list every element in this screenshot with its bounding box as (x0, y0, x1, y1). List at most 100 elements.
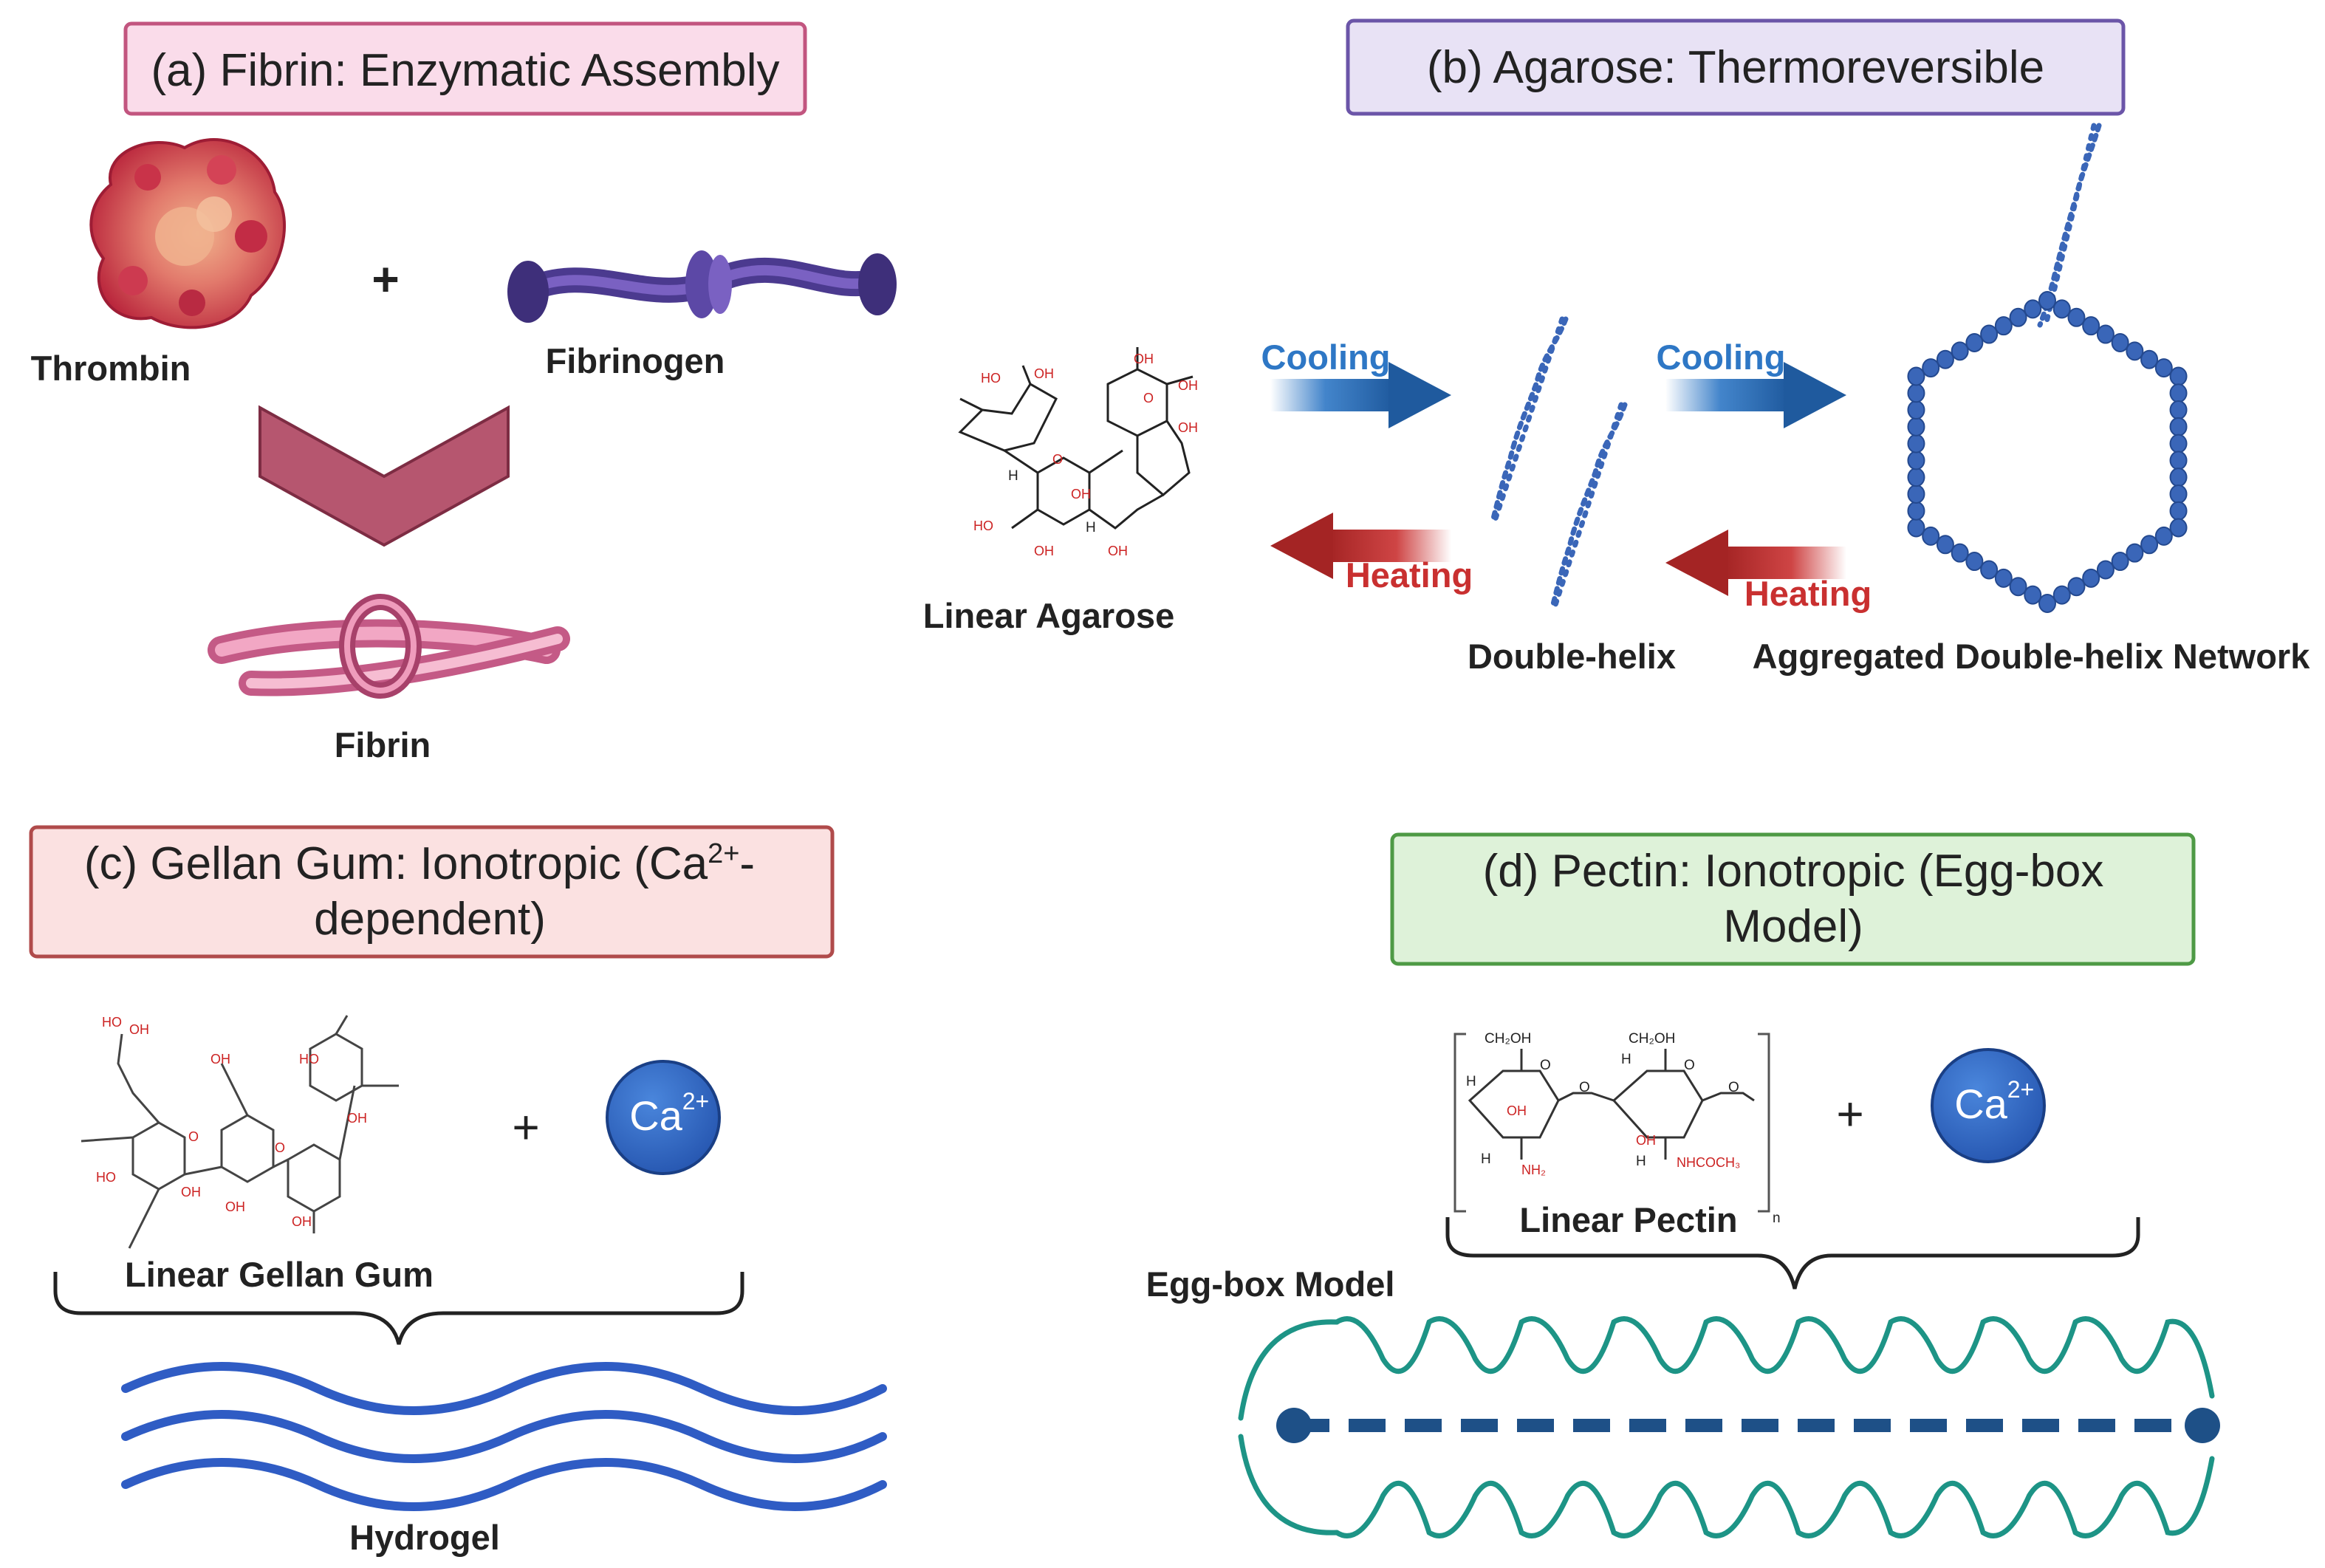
panel-c-title-box (29, 825, 835, 959)
svg-text:H: H (1008, 468, 1018, 484)
svg-text:O: O (188, 1129, 199, 1144)
network-bead (2169, 434, 2188, 453)
panel-b: (b) Agarose: Thermoreversible HO OH OH O… (923, 18, 2311, 676)
network-bead (2169, 417, 2188, 436)
svg-text:NH₂: NH₂ (1521, 1163, 1546, 1177)
egg-box-label: Egg-box Model (1146, 1264, 1395, 1304)
svg-text:H: H (1466, 1074, 1476, 1089)
brace-d (1445, 1217, 2140, 1290)
fibrinogen-icon (507, 250, 897, 323)
svg-text:O: O (1728, 1080, 1739, 1095)
svg-text:Ca: Ca (629, 1092, 682, 1139)
network-bead (1907, 417, 1925, 436)
svg-text:OH: OH (1134, 352, 1154, 366)
panel-c-title-text: (c) Gellan Gum: Ionotropic (Ca (84, 838, 708, 889)
fibrinogen-label: Fibrinogen (546, 341, 725, 380)
gellan-structure (81, 1015, 399, 1249)
network-bead (2082, 568, 2100, 588)
network-label: Aggregated Double-helix Network (1753, 637, 2311, 676)
network-bead (2169, 400, 2188, 420)
svg-text:CH₂OH: CH₂OH (1629, 1031, 1675, 1047)
svg-text:H: H (1621, 1052, 1631, 1067)
network-bead (2038, 291, 2056, 310)
network-bead (1907, 518, 1925, 538)
network-bead (2067, 307, 2086, 327)
network-bead (2009, 577, 2027, 597)
double-helix-label: Double-helix (1468, 637, 1676, 676)
network-bead (1907, 434, 1925, 453)
network-bead (1965, 332, 1984, 352)
cooling-arrow-1 (1270, 362, 1451, 428)
svg-text:OH: OH (1636, 1133, 1656, 1148)
svg-text:HO: HO (981, 371, 1001, 386)
svg-text:OH: OH (225, 1199, 245, 1214)
fibrin-label: Fibrin (335, 725, 431, 764)
panel-c-title-line1: (c) Gellan Gum: Ionotropic (Ca2+- (84, 838, 755, 889)
network-bead (1980, 560, 1999, 580)
panel-b-title-box (1346, 18, 2126, 116)
network-bead (1936, 535, 1954, 555)
network-bead (1936, 349, 1954, 369)
svg-text:2+: 2+ (682, 1088, 709, 1115)
network-bead (1922, 526, 1940, 546)
network-bead (1994, 568, 2013, 588)
network-bead (2111, 332, 2129, 352)
network-bead (1907, 468, 1925, 487)
cooling-label-2: Cooling (1657, 338, 1786, 377)
svg-text:HO: HO (973, 518, 993, 533)
network-bead (2096, 324, 2115, 344)
network-bead (2096, 560, 2115, 580)
chevron-down-icon (258, 405, 510, 547)
svg-text:O: O (1579, 1080, 1590, 1095)
panel-d: (d) Pectin: Ionotropic (Egg-box Model) C… (1146, 832, 2220, 1538)
panel-c-title-sup: 2+ (708, 838, 739, 869)
network-bead (1980, 324, 1999, 344)
svg-text:O: O (1540, 1058, 1551, 1073)
svg-text:CH₂OH: CH₂OH (1485, 1031, 1531, 1047)
hydrogel-label: Hydrogel (349, 1518, 500, 1557)
svg-text:OH: OH (1071, 487, 1091, 501)
panel-a-title-box (123, 21, 807, 116)
svg-text:H: H (1636, 1154, 1646, 1169)
svg-text:OH: OH (1507, 1103, 1527, 1118)
network-hexagon (1907, 291, 2188, 613)
linear-pectin-label: Linear Pectin (1519, 1200, 1737, 1239)
cooling-label-1: Cooling (1261, 338, 1391, 377)
network-bead (1907, 484, 1925, 504)
panel-b-title: (b) Agarose: Thermoreversible (1427, 42, 2044, 93)
network-bead (1907, 451, 1925, 470)
network-bead (1951, 341, 1969, 361)
panel-c-title-line2: dependent) (314, 894, 546, 945)
network-bead (2169, 501, 2188, 521)
network-bead (1907, 400, 1925, 420)
network-bead (2169, 451, 2188, 470)
network-bead (2038, 594, 2056, 613)
double-helix-icon (1490, 316, 1628, 610)
network-bead (2024, 299, 2042, 319)
svg-text:2+: 2+ (2007, 1076, 2034, 1103)
svg-text:n: n (1773, 1211, 1781, 1226)
thrombin-icon (89, 138, 286, 329)
network-bead (1994, 316, 2013, 336)
svg-text:OH: OH (1034, 366, 1054, 381)
svg-text:OH: OH (1108, 544, 1128, 558)
network-bead (2169, 518, 2188, 538)
network-bead (2154, 358, 2173, 378)
network-bead (2052, 585, 2071, 605)
panel-d-title-line1: (d) Pectin: Ionotropic (Egg-box (1483, 846, 2104, 897)
cooling-arrow-2 (1665, 362, 1846, 428)
heating-arrow-2 (1665, 530, 1846, 596)
svg-text:HO: HO (102, 1015, 122, 1030)
panel-d-title-box (1390, 832, 2196, 966)
svg-text:HO: HO (96, 1170, 116, 1185)
network-bead (1907, 383, 1925, 403)
svg-text:OH: OH (210, 1052, 230, 1067)
chain-end-left (1276, 1408, 1312, 1443)
egg-box-chains (1238, 1316, 2215, 1538)
network-bead (2024, 585, 2042, 605)
network-bead (1951, 543, 1969, 563)
svg-text:Ca: Ca (1954, 1081, 2007, 1127)
svg-text:OH: OH (347, 1111, 367, 1126)
fibrin-icon (208, 594, 570, 699)
heating-label-1: Heating (1346, 555, 1473, 595)
